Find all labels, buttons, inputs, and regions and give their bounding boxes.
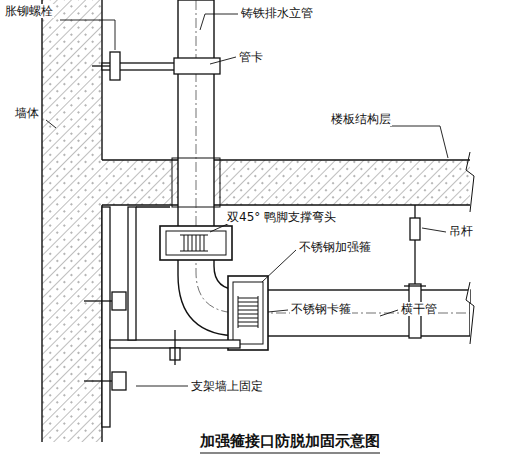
caption: 加强箍接口防脱加固示意图 [200,432,380,450]
pipe-clamp [92,52,220,80]
wall-bracket [84,207,240,427]
clamp-label: 管卡 [238,50,264,64]
riser-label: 铸铁排水立管 [240,6,314,20]
caption-underline [200,452,380,453]
leader-lines [46,14,448,386]
hanger-label: 吊杆 [448,224,474,238]
hanger-rod [404,205,426,338]
wall-label: 墙体 [14,106,40,120]
vertical-pipe [178,0,214,252]
clamp-label: 不锈钢卡箍 [290,302,352,316]
bolt-label: 胀铆螺栓 [4,4,54,18]
floor-slab [102,160,470,205]
bracket-label: 支架墙上固定 [190,379,264,393]
stainless-clamp [228,276,268,350]
elbow-label: 双45° 鸭脚支撑弯头 [226,210,337,224]
hoop-label: 不锈钢加强箍 [298,240,372,254]
slab-label: 楼板结构层 [330,112,392,126]
horizontal-pipe [240,290,470,336]
reinforcement-hoop [160,226,232,260]
pipe-label: 横干管 [400,302,438,316]
